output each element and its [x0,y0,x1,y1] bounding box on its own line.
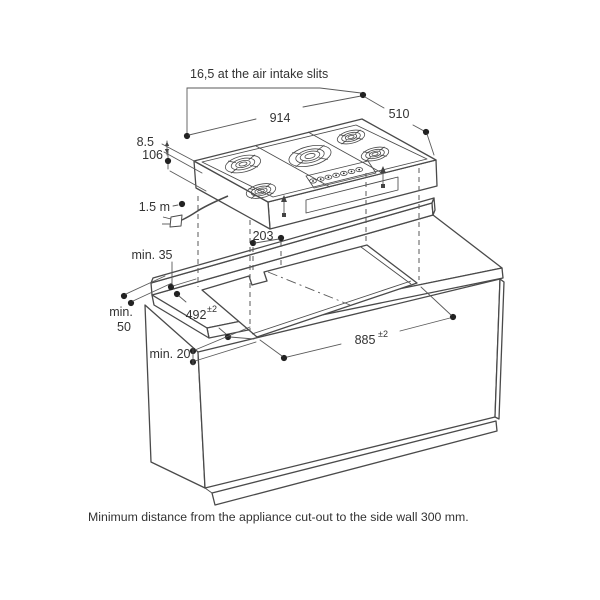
cable-label: 1.5 m [139,200,170,214]
burner-left-rear [224,152,263,176]
plug [169,214,183,228]
cutout-width-label: 885 [355,333,376,347]
cooktop-top [193,118,437,203]
body-height-label: 106 [142,148,163,162]
front-clearance-label-2: 50 [117,320,131,334]
cooktop-inner-rim [201,124,428,198]
dim-heights: 8.5 106 [137,135,207,192]
cabinet-left-side [144,304,206,489]
burner-left-front [245,181,277,201]
backsplash-end-cap [431,197,436,216]
dim-cable: 1.5 m [139,200,186,214]
burner-right-front [360,145,390,164]
cooktop-drawing [193,118,438,230]
cutout-depth-tolerance: ±2 [207,304,217,314]
control-knobs [309,167,364,184]
plinth-step [204,487,213,494]
cutout-inner-edge-front [251,280,412,335]
cabinet-right-side [494,278,505,420]
rim-height-label: 8.5 [137,135,154,149]
center-line [267,271,351,306]
rear-clearance-label: min. 35 [132,248,173,262]
dim-rear-clearance: min. 35 [132,248,197,291]
cutout-width-tolerance: ±2 [378,329,388,339]
projection-lines-front [365,168,420,280]
grate-divider-right [307,131,383,174]
dim-depth-510: 510 [364,96,435,156]
cooktop-front-seam [305,176,399,214]
dim-air-intake: 16,5 at the air intake slits [183,67,362,140]
dim-cutout-depth: 492 ±2 [173,290,255,341]
fixing-pin-left [281,195,287,217]
dim-gap: min. 20 [150,326,257,366]
gap-label: min. 20 [150,347,191,361]
knob-tray [305,160,377,189]
notch-label: 203 [253,229,274,243]
air-intake-label: 16,5 at the air intake slits [190,67,328,81]
dim-notch: 203 [249,229,285,271]
front-clearance-label-1: min. [109,305,133,319]
cabinet-plinth [211,420,498,506]
worktop-drawing [150,197,504,339]
burner-center [287,142,333,171]
fixing-pin-right [380,166,386,188]
caption: Minimum distance from the appliance cut-… [88,510,469,524]
cutout-depth-label: 492 [186,308,207,322]
burner-right-rear [336,128,366,147]
dim-cutout-width: 885 ±2 [259,286,457,362]
cord-line [181,195,229,221]
dim-front-clearance: min. 50 [109,275,173,334]
worktop-left-edge [151,294,210,339]
dim-width-914: 914 [188,91,367,136]
cutout-inner-edge-right [360,246,412,285]
depth-label: 510 [389,107,410,121]
width-label: 914 [270,111,291,125]
plug-prong-top [162,216,172,220]
projection-lines [197,196,251,331]
power-cord [162,195,229,228]
